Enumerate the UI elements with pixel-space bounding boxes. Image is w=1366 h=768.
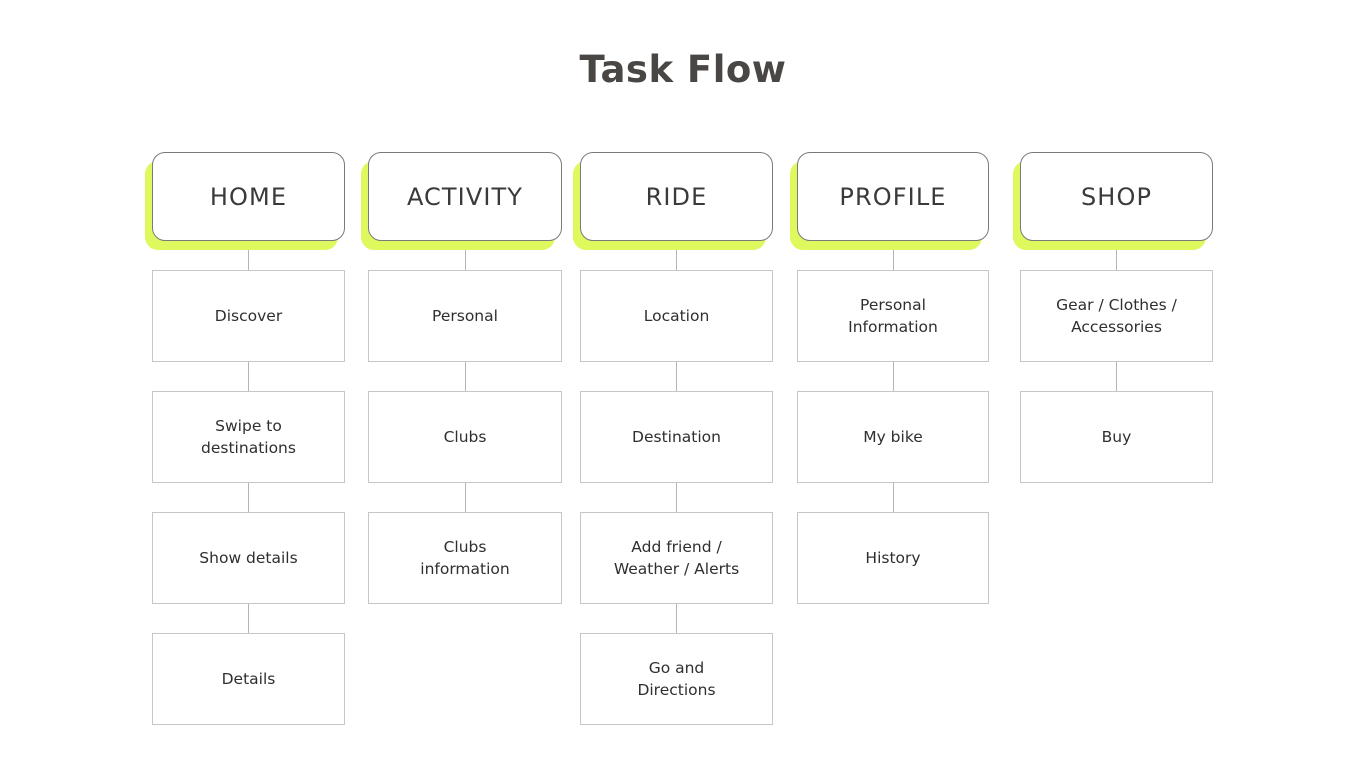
step-label: Discover — [214, 306, 283, 325]
connector-line — [248, 362, 249, 391]
step-box[interactable]: Discover — [152, 270, 345, 362]
connector-line — [676, 483, 677, 512]
step-box[interactable]: Buy — [1020, 391, 1213, 483]
step-label: Clubs information — [420, 537, 510, 578]
header-box-profile[interactable]: PROFILE — [797, 152, 989, 241]
step-label: Personal — [432, 306, 498, 325]
step-box[interactable]: Location — [580, 270, 773, 362]
connector-line — [676, 362, 677, 391]
step-label: Location — [643, 306, 710, 325]
header-label: PROFILE — [839, 182, 947, 211]
step-box[interactable]: History — [797, 512, 989, 604]
step-label: Swipe to destinations — [201, 416, 296, 457]
step-box[interactable]: Destination — [580, 391, 773, 483]
step-box[interactable]: My bike — [797, 391, 989, 483]
step-label: Personal Information — [848, 295, 938, 336]
step-box[interactable]: Swipe to destinations — [152, 391, 345, 483]
header-label: ACTIVITY — [406, 182, 524, 211]
header-node-shop[interactable]: SHOP — [1013, 152, 1213, 250]
header-node-home[interactable]: HOME — [145, 152, 345, 250]
step-box[interactable]: Show details — [152, 512, 345, 604]
connector-line — [464, 241, 466, 270]
header-box-shop[interactable]: SHOP — [1020, 152, 1213, 241]
step-box[interactable]: Add friend / Weather / Alerts — [580, 512, 773, 604]
step-label: Buy — [1101, 427, 1132, 446]
connector-line — [892, 483, 894, 512]
connector-line — [248, 241, 249, 270]
connector-line — [892, 362, 894, 391]
step-label: Show details — [199, 548, 298, 567]
header-label: HOME — [209, 182, 288, 211]
header-node-activity[interactable]: ACTIVITY — [361, 152, 562, 250]
header-box-activity[interactable]: ACTIVITY — [368, 152, 562, 241]
step-box[interactable]: Clubs — [368, 391, 562, 483]
step-label: Clubs — [443, 427, 487, 446]
step-label: Go and Directions — [637, 658, 716, 699]
step-box[interactable]: Personal — [368, 270, 562, 362]
step-box[interactable]: Gear / Clothes / Accessories — [1020, 270, 1213, 362]
step-label: Gear / Clothes / Accessories — [1056, 295, 1177, 336]
step-label: History — [865, 548, 921, 567]
connector-line — [248, 483, 249, 512]
step-box[interactable]: Personal Information — [797, 270, 989, 362]
header-label: RIDE — [645, 182, 708, 211]
step-box[interactable]: Details — [152, 633, 345, 725]
header-node-ride[interactable]: RIDE — [573, 152, 773, 250]
connector-line — [464, 362, 466, 391]
step-box[interactable]: Clubs information — [368, 512, 562, 604]
step-label: Details — [221, 669, 276, 688]
step-label: Destination — [632, 427, 721, 446]
header-label: SHOP — [1080, 182, 1153, 211]
connector-line — [892, 241, 894, 270]
step-label: Add friend / Weather / Alerts — [613, 537, 740, 578]
connector-line — [676, 604, 677, 633]
connector-line — [1116, 362, 1117, 391]
header-box-home[interactable]: HOME — [152, 152, 345, 241]
connector-line — [248, 604, 249, 633]
header-node-profile[interactable]: PROFILE — [790, 152, 989, 250]
step-label: My bike — [863, 427, 923, 446]
connector-line — [464, 483, 466, 512]
connector-line — [676, 241, 677, 270]
connector-line — [1116, 241, 1117, 270]
header-box-ride[interactable]: RIDE — [580, 152, 773, 241]
step-box[interactable]: Go and Directions — [580, 633, 773, 725]
page-title: Task Flow — [579, 48, 787, 91]
